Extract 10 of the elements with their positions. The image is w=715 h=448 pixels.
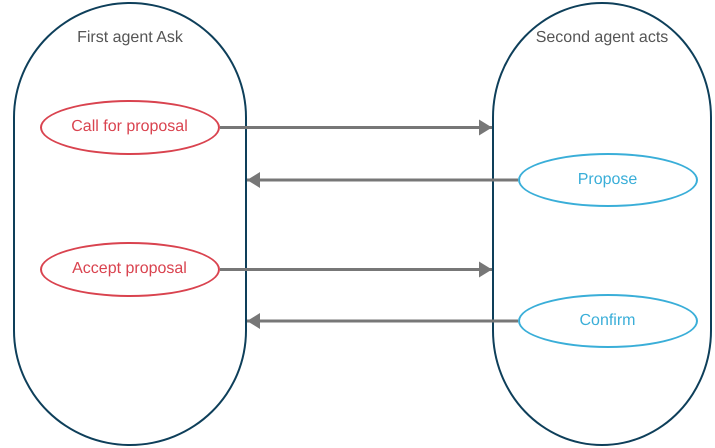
action-label: Call for proposal [71,118,188,136]
agent-label: Second agent acts [534,28,670,48]
arrow [247,172,518,188]
action-label: Accept proposal [72,260,187,278]
arrow [220,262,492,278]
arrow [247,313,518,329]
agent-label: First agent Ask [76,28,184,48]
action-label: Propose [578,170,638,188]
arrow [220,120,492,136]
action-label: Confirm [579,312,636,330]
